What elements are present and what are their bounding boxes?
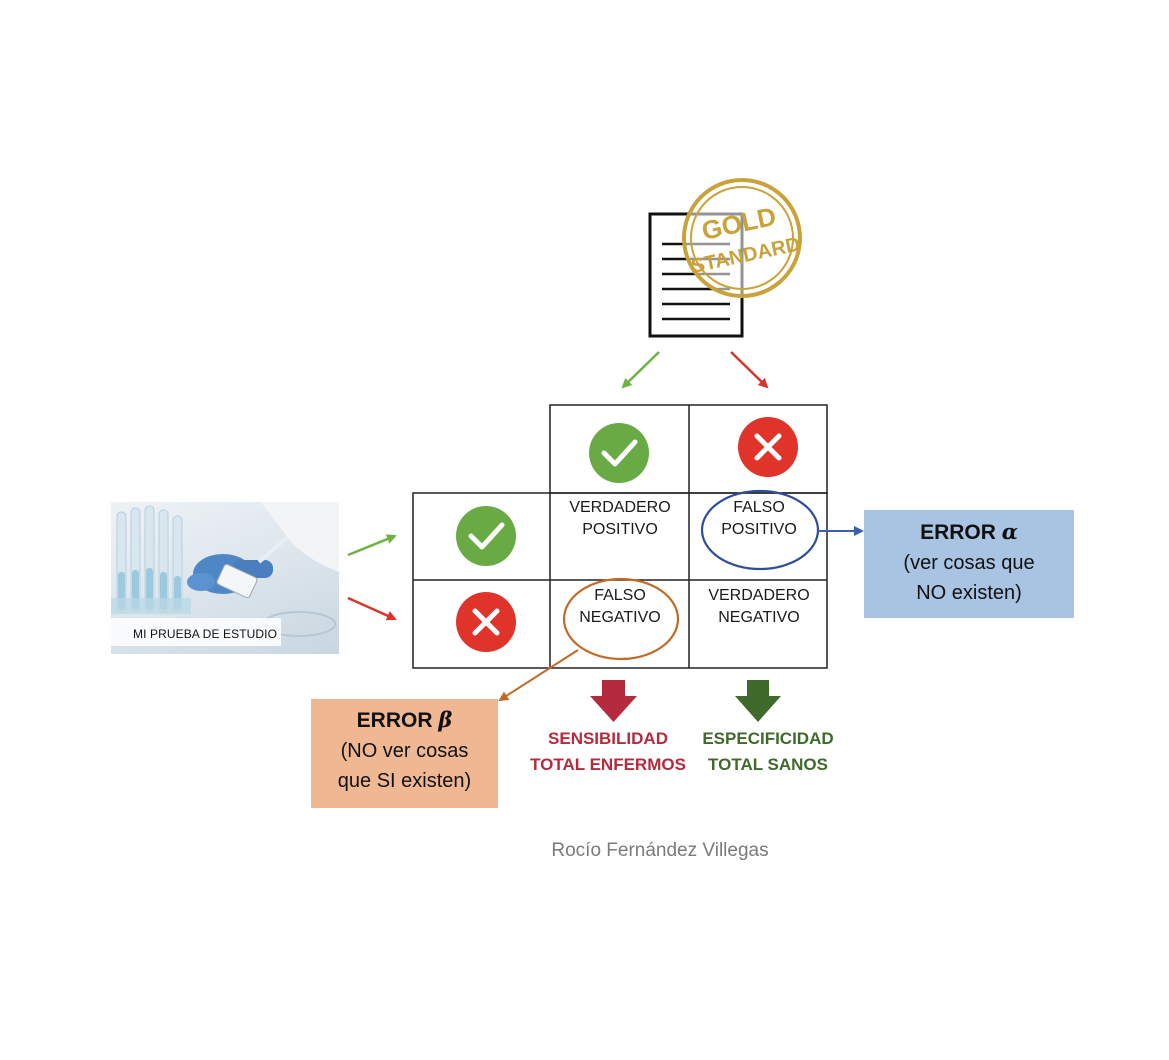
arrow-to-error-beta [498, 649, 579, 702]
error-alpha-desc-line1: (ver cosas que [903, 552, 1035, 574]
arrow-test-to-positive [347, 534, 397, 557]
error-beta-desc-line1: (NO ver cosas [340, 740, 469, 762]
error-alpha-description: (ver cosas que NO existen) [864, 548, 1074, 608]
beta-symbol: β [438, 707, 453, 732]
alpha-symbol: α [1001, 519, 1018, 544]
error-beta-box: ERROR β (NO ver cosas que SI existen) [311, 699, 498, 808]
cell-false-positive-line2: POSITIVO [721, 521, 797, 538]
cell-false-positive: FALSO POSITIVO [691, 497, 827, 541]
cell-false-positive-line1: FALSO [733, 499, 785, 516]
cell-true-negative-line1: VERDADERO [708, 587, 810, 604]
error-beta-desc-line2: que SI existen) [337, 770, 472, 792]
especificidad-line1: ESPECIFICIDAD [702, 729, 834, 748]
header-negative-x-icon [738, 417, 798, 477]
sensibilidad-line1: SENSIBILIDAD [548, 729, 668, 748]
error-beta-title-text: ERROR [356, 709, 433, 732]
arrow-document-to-positive [621, 351, 660, 389]
especificidad-label: ESPECIFICIDAD TOTAL SANOS [698, 726, 838, 778]
author-credit: Rocío Fernández Villegas [551, 840, 769, 861]
false-negative-highlight [562, 577, 680, 661]
error-alpha-title-text: ERROR [920, 521, 996, 544]
test-photo-label: MI PRUEBA DE ESTUDIO [133, 627, 278, 641]
arrow-document-to-negative [730, 351, 769, 389]
cell-true-positive: VERDADERO POSITIVO [552, 497, 688, 541]
sensibilidad-line2: TOTAL ENFERMOS [530, 755, 686, 774]
cell-true-positive-line1: VERDADERO [569, 499, 671, 516]
row-negative-x-icon [456, 592, 516, 652]
row-positive-check-icon [456, 506, 516, 566]
header-positive-check-icon [589, 423, 649, 483]
cell-true-negative: VERDADERO NEGATIVO [691, 585, 827, 629]
cell-false-negative-line1: FALSO [594, 587, 646, 604]
especificidad-down-arrow-icon [735, 680, 781, 722]
error-beta-title: ERROR β [311, 706, 498, 734]
error-alpha-desc-line2: NO existen) [916, 582, 1022, 604]
sensibilidad-down-arrow-icon [590, 680, 637, 722]
especificidad-line2: TOTAL SANOS [708, 755, 828, 774]
sensibilidad-label: SENSIBILIDAD TOTAL ENFERMOS [526, 726, 690, 778]
test-photo: MI PRUEBA DE ESTUDIO [111, 502, 339, 654]
cell-true-positive-line2: POSITIVO [582, 521, 658, 538]
cell-true-negative-line2: NEGATIVO [718, 609, 800, 626]
error-beta-description: (NO ver cosas que SI existen) [311, 736, 498, 796]
cell-false-negative-line2: NEGATIVO [579, 609, 661, 626]
gold-standard-stamp-icon: GOLD STANDARD [682, 178, 802, 298]
error-alpha-title: ERROR α [864, 518, 1074, 546]
cell-false-negative: FALSO NEGATIVO [552, 585, 688, 629]
lab-test-image-icon [111, 502, 339, 646]
error-alpha-box: ERROR α (ver cosas que NO existen) [864, 510, 1074, 618]
arrow-test-to-negative [347, 596, 397, 621]
